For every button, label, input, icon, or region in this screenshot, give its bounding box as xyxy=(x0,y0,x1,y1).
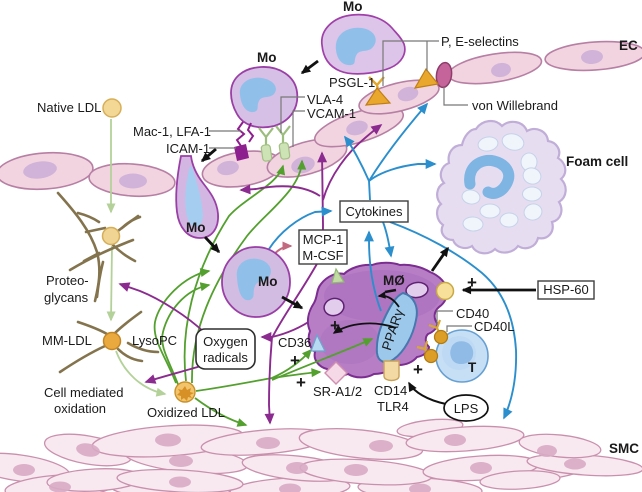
svg-text:Mo: Mo xyxy=(343,0,363,14)
svg-text:CD14: CD14 xyxy=(374,383,407,398)
svg-text:Foam cell: Foam cell xyxy=(566,154,628,169)
svg-text:CD36: CD36 xyxy=(278,335,311,350)
svg-text:+: + xyxy=(467,273,477,292)
svg-text:HSP-60: HSP-60 xyxy=(543,282,589,297)
svg-text:EC: EC xyxy=(619,38,638,53)
svg-text:VCAM-1: VCAM-1 xyxy=(307,106,356,121)
svg-text:+: + xyxy=(296,373,306,392)
svg-text:oxidation: oxidation xyxy=(54,401,106,416)
svg-text:LPS: LPS xyxy=(454,401,479,416)
svg-text:Mo: Mo xyxy=(258,274,278,289)
svg-text:Cell mediated: Cell mediated xyxy=(44,385,124,400)
svg-text:LysoPC: LysoPC xyxy=(132,333,177,348)
svg-text:Oxygen: Oxygen xyxy=(203,334,248,349)
svg-text:MCP-1: MCP-1 xyxy=(303,232,343,247)
svg-text:Cytokines: Cytokines xyxy=(345,204,403,219)
svg-text:PSGL-1: PSGL-1 xyxy=(329,75,375,90)
svg-text:+: + xyxy=(330,316,340,335)
svg-text:SR-A1/2: SR-A1/2 xyxy=(313,384,362,399)
svg-text:SMC: SMC xyxy=(609,441,639,456)
svg-text:+: + xyxy=(413,360,423,379)
svg-text:Mac-1, LFA-1: Mac-1, LFA-1 xyxy=(133,124,211,139)
svg-text:CD40L: CD40L xyxy=(474,319,514,334)
svg-text:glycans: glycans xyxy=(44,290,89,305)
svg-text:TLR4: TLR4 xyxy=(377,399,409,414)
svg-text:Proteo-: Proteo- xyxy=(46,273,89,288)
svg-text:Mo: Mo xyxy=(186,220,206,235)
svg-text:von Willebrand: von Willebrand xyxy=(472,98,558,113)
svg-text:+: + xyxy=(290,351,300,370)
svg-text:P, E-selectins: P, E-selectins xyxy=(441,34,519,49)
svg-text:VLA-4: VLA-4 xyxy=(307,92,343,107)
svg-text:MØ: MØ xyxy=(383,273,405,288)
svg-text:Oxidized LDL: Oxidized LDL xyxy=(147,405,225,420)
svg-text:T: T xyxy=(468,360,477,375)
svg-text:MM-LDL: MM-LDL xyxy=(42,333,92,348)
svg-text:Mo: Mo xyxy=(257,50,277,65)
svg-text:ICAM-1: ICAM-1 xyxy=(166,141,210,156)
svg-text:radicals: radicals xyxy=(203,350,248,365)
svg-text:Native LDL: Native LDL xyxy=(37,100,101,115)
svg-text:M-CSF: M-CSF xyxy=(302,248,343,263)
svg-text:CD40: CD40 xyxy=(456,306,489,321)
